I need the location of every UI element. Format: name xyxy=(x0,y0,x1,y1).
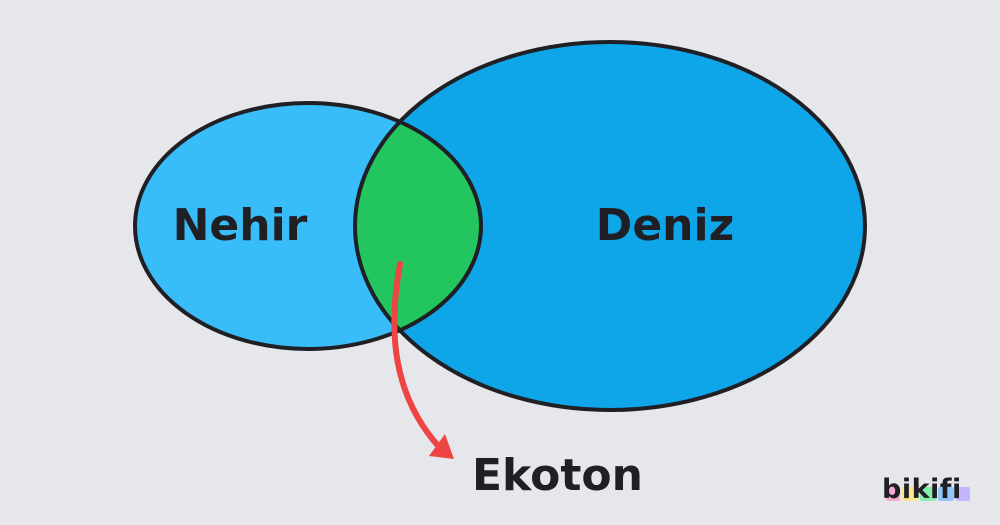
arrow-line xyxy=(391,261,443,451)
logo-text: bikifi xyxy=(882,474,962,505)
logo-bar-blue xyxy=(938,487,954,501)
logo-bar-pink xyxy=(886,487,900,501)
right-set-outline xyxy=(353,40,867,412)
logo-bar-green xyxy=(920,487,936,501)
logo-bar-purple xyxy=(956,487,970,501)
logo-bar-yellow xyxy=(902,487,918,501)
arrowhead-icon xyxy=(429,434,454,459)
overlap-label: Ekoton xyxy=(472,450,643,501)
right-set-label: Deniz xyxy=(596,200,734,251)
left-set-label: Nehir xyxy=(173,200,308,251)
right-set-ellipse xyxy=(355,42,865,410)
left-set-outline xyxy=(133,101,483,351)
brand-logo: bikifi xyxy=(882,473,974,507)
